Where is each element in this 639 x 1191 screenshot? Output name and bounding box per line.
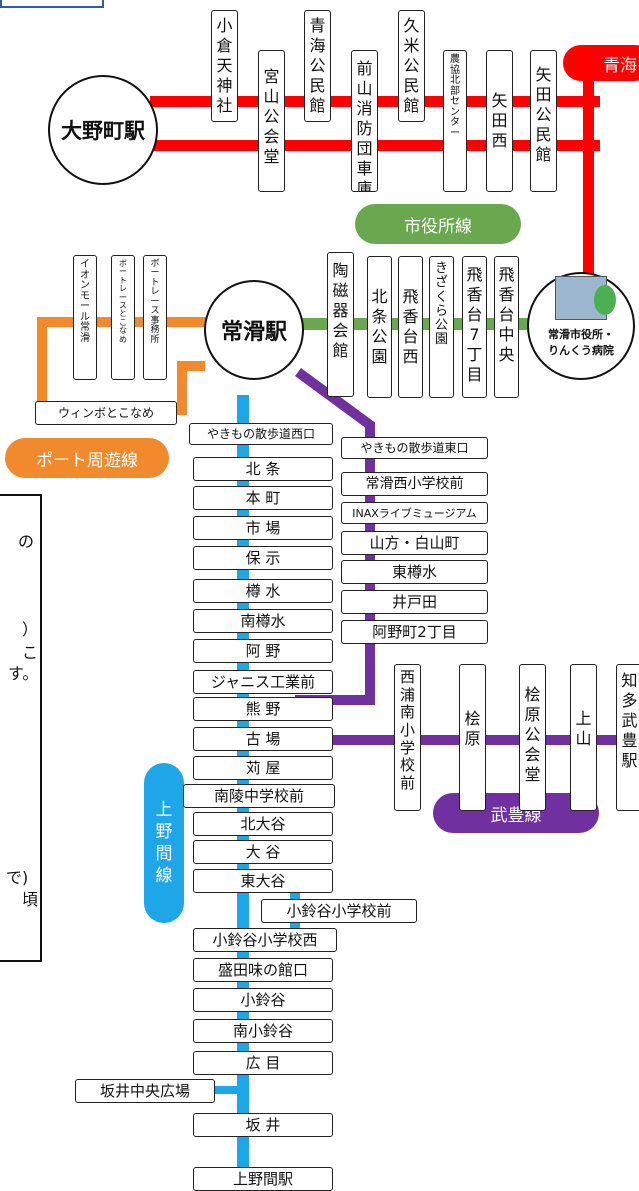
stop-ano-cho-2: 阿野町2丁目	[341, 620, 488, 644]
stop-hirome: 広 目	[193, 1051, 333, 1075]
stop-uenoma-eki: 上野間駅	[193, 1167, 333, 1191]
stop-hibara: 桧原	[459, 664, 486, 811]
stop-winbo-tokoname: ウィンボとこなめ	[35, 401, 177, 425]
notice-fragment: こ	[22, 643, 39, 662]
stop-tarumi: 樽 水	[193, 579, 333, 603]
stop-honmachi: 本 町	[193, 486, 333, 510]
stop-ichiba: 市 場	[193, 516, 333, 540]
stop-yakimono-nishiguchi: やきもの散歩道西口	[189, 423, 333, 445]
port-line-label: ポート周遊線	[5, 438, 169, 478]
header-frame-fragment	[0, 0, 104, 8]
aomi-line-label: 青海	[563, 45, 639, 81]
stop-aomi-kominkan: 青海公民館	[304, 10, 331, 122]
stop-higashi-tarumi: 東樽水	[341, 560, 488, 584]
stop-kokura-tenjinja: 小倉天神社	[211, 10, 238, 122]
stop-chita-taketoyo: 知多武豊駅	[616, 664, 639, 811]
stop-kosugaya-shogakko-mae: 小鈴谷小学校前	[261, 899, 417, 923]
stop-hoji: 保 示	[193, 546, 333, 570]
station-ono: 大野町駅	[48, 75, 158, 185]
notice-fragment: で)	[6, 868, 29, 887]
stop-yada-kominkan: 矢田公民館	[530, 50, 557, 192]
stop-sakai: 坂 井	[193, 1113, 333, 1137]
stop-asukadai-chuo: 飛香台中央	[494, 256, 519, 398]
stop-morita-aji: 盛田味の館口	[193, 958, 333, 982]
red-line-to-city-hall	[583, 60, 594, 275]
building-icon	[555, 276, 616, 320]
stop-inax-live-museum: INAXライブミュージアム	[341, 502, 488, 524]
notice-fragment: 頃	[22, 890, 39, 909]
stop-hojo: 北 条	[193, 457, 333, 481]
notice-fragment: す。	[8, 664, 39, 683]
ueno-line-label: 上野間線	[144, 763, 184, 923]
stop-sakai-chuo-hiroba: 坂井中央広場	[75, 1079, 215, 1103]
stop-yakimono-higashiguchi: やきもの散歩道東口	[341, 437, 488, 459]
stop-boatrace-tokoname: ボートレースとこなめ	[111, 255, 135, 380]
stop-kamiyama: 上山	[570, 664, 597, 811]
shiyakusho-line-label: 市役所線	[355, 204, 521, 244]
notice-fragment: の	[18, 532, 35, 551]
stop-koba: 古 場	[193, 727, 333, 751]
stop-idoda: 井戸田	[341, 590, 488, 614]
stop-kumano: 熊 野	[193, 697, 333, 721]
stop-aeon-mall: イオンモール常滑	[73, 255, 97, 380]
stop-kariya: 苅 屋	[193, 756, 333, 780]
blue-line-sakai-spur	[200, 1086, 245, 1094]
stop-nanryo-chugaku: 南陵中学校前	[183, 784, 335, 808]
stop-asukadai-nishi: 飛香台西	[398, 256, 423, 398]
stop-kosugaya-shogakko-nishi: 小鈴谷小学校西	[193, 928, 337, 952]
stop-maeyama: 前山消防団車庫	[351, 50, 378, 192]
stop-kizakura-koen: きざくら公園	[429, 256, 454, 398]
station-city-hall: 常滑市役所・りんくう病院	[527, 272, 635, 380]
stop-boatrace-office: ボートレース事務所	[143, 255, 167, 380]
stop-toujiki-kaikan: 陶磁器会館	[327, 252, 354, 397]
stop-kita-otani: 北大谷	[193, 812, 333, 836]
stop-hibara-kokaido: 桧原公会堂	[519, 664, 546, 811]
notice-fragment: ）	[22, 620, 39, 639]
stop-nishiura-minami: 西浦南小学校前	[394, 664, 421, 811]
station-tokoname: 常滑駅	[204, 280, 304, 380]
stop-nokyo-hokubu: 農協北部センター	[443, 50, 467, 192]
stop-yada-nishi: 矢田西	[486, 50, 513, 192]
stop-tokoname-nishi-shogakko: 常滑西小学校前	[341, 472, 488, 496]
stop-miyayama: 宮山公会堂	[258, 50, 285, 192]
notice-box: の ） こ す。 で) 頃	[0, 494, 42, 962]
stop-otani: 大 谷	[193, 840, 333, 864]
stop-hojo-koen: 北条公園	[367, 256, 392, 398]
stop-kosugaya: 小鈴谷	[193, 988, 333, 1012]
stop-janis: ジャニス工業前	[193, 670, 333, 694]
stop-kume-kominkan: 久米公民館	[398, 10, 425, 122]
stop-yamakata-hakusan: 山方・白山町	[341, 531, 488, 555]
stop-minami-tarumi: 南樽水	[193, 609, 333, 633]
stop-ano: 阿 野	[193, 639, 333, 663]
stop-minami-kosugaya: 南小鈴谷	[193, 1019, 333, 1043]
stop-higashi-otani: 東大谷	[193, 869, 333, 893]
